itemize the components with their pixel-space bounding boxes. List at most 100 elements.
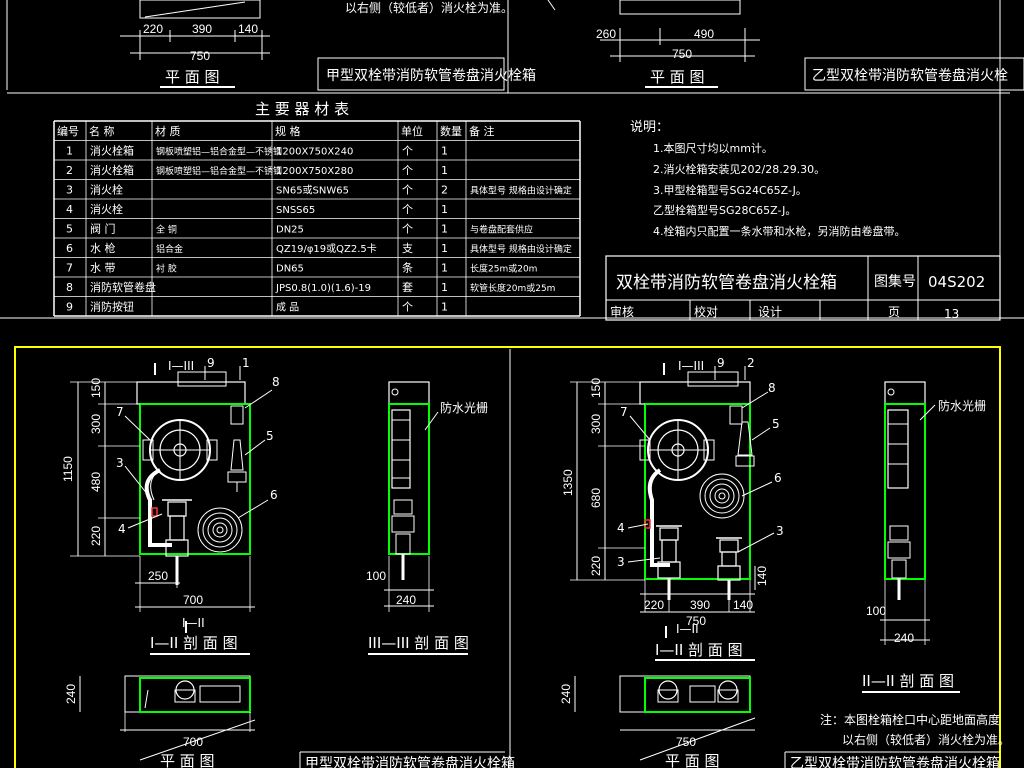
table-cell: 1200X750X280 (276, 166, 353, 177)
table-cell: 5 (66, 223, 73, 236)
vdim-150-right: 150 (589, 378, 603, 398)
callout-9-right: 9 (717, 356, 725, 370)
table-cell: SN65或SNW65 (276, 185, 349, 197)
small-dim-140-right: 140 (755, 566, 769, 586)
hdim-220-right: 220 (644, 598, 664, 612)
table-cell: 1 (441, 301, 448, 314)
side-section-title-right: II—II 剖 面 图 (862, 672, 954, 690)
plan-dim-700-left: 700 (183, 735, 203, 749)
horizontal-dims-left: 250 700 (135, 556, 255, 612)
title-box-type-a (317, 57, 505, 91)
note-3: 3.甲型栓箱型号SG24C65Z-J。 (653, 183, 807, 197)
table-cell: 消火栓箱 (90, 144, 134, 158)
table-header-cell: 数量 (440, 125, 462, 138)
callout-9-left: 9 (207, 356, 215, 370)
table-cell: 长度25m或20m (470, 263, 537, 275)
table-cell: 水 枪 (90, 241, 116, 255)
vdim-220-left: 220 (89, 526, 103, 546)
notes-heading: 说明： (630, 120, 669, 135)
table-cell: 1 (441, 242, 448, 255)
section-mark-top-left: I—III (168, 359, 194, 373)
section-mark-bottom-left: I—II (182, 616, 205, 630)
titleblock-atlas-label: 图集号 (874, 273, 916, 290)
titleblock-atlas-code: 04S202 (928, 273, 985, 291)
table-header-cell: 名 称 (89, 124, 115, 138)
table-cell: 具体型号 规格由设计确定 (470, 243, 572, 255)
plan-label-right: 平 面 图 (650, 68, 705, 86)
vdim-680-right: 680 (589, 488, 603, 508)
table-header-cell: 编号 (57, 124, 79, 138)
table-cell: 支 (402, 242, 413, 255)
table-cell: 个 (402, 164, 413, 177)
callout-6-right: 6 (774, 471, 782, 485)
hdim-390-right: 390 (690, 598, 710, 612)
table-cell: 消防按钮 (90, 300, 134, 314)
bottom-strip-left: 甲型双栓带消防软管卷盘消火栓箱 (305, 755, 515, 768)
vdim-480-left: 480 (89, 472, 103, 492)
valve-marker-right (644, 519, 651, 529)
section-title-left: I—II 剖 面 图 (150, 634, 238, 652)
titleblock-design: 设计 (758, 305, 782, 319)
table-cell: 具体型号 规格由设计确定 (470, 185, 572, 197)
side-dim-100-right: 100 (866, 604, 886, 618)
table-cell: 1 (441, 281, 448, 294)
callout-1-left: 1 (242, 356, 250, 370)
table-cell: 7 (66, 262, 73, 275)
callout-5-right: 5 (772, 417, 780, 431)
plan-label-bottom-left: 平 面 图 (160, 752, 215, 768)
table-cell: QZ19/φ19或QZ2.5卡 (276, 242, 377, 255)
top-sheet: 220 390 140 750 平 面 图 甲型双栓带消防软管卷盘消火栓箱 以右… (0, 0, 1024, 321)
plan-label-bottom-right: 平 面 图 (665, 752, 720, 768)
plan-dim-240-right: 240 (559, 684, 573, 704)
callout-5-left: 5 (266, 429, 274, 443)
plan-dim-750-right: 750 (676, 735, 696, 749)
section-mark-bottom-right: I—II (676, 622, 699, 636)
note-line-2-right: 以右侧（较低者）消火栓为准。 (842, 732, 1010, 747)
callout-6-left: 6 (270, 488, 278, 502)
right-drawing: I—III I—II (559, 356, 1010, 768)
table-cell: 2 (441, 184, 448, 197)
vdim-150-left: 150 (89, 378, 103, 398)
callout-8-right: 8 (768, 381, 776, 395)
table-cell: 个 (402, 301, 413, 314)
vdim-300-left: 300 (89, 414, 103, 434)
table-cell: 个 (402, 223, 413, 236)
side-section-right: 防水光栅 100 240 II—II 剖 面 图 (862, 381, 986, 693)
table-cell: 个 (402, 203, 413, 216)
bottom-sheet: I—III I—II (14, 346, 1010, 768)
table-header-cell: 备 注 (469, 124, 495, 138)
table-cell: 与卷盘配套供应 (470, 224, 533, 236)
table-cell: 衬 胶 (156, 263, 177, 275)
callout-7-left: 7 (116, 405, 124, 419)
title-type-b: 乙型双栓带消防软管卷盘消火栓 (812, 67, 1008, 84)
callout-4-right: 4 (617, 521, 625, 535)
alarm-button-icon (230, 405, 244, 425)
dim-260: 260 (596, 27, 616, 41)
titleblock-check: 校对 (694, 304, 718, 319)
section-mark-top-right: I—III (678, 359, 704, 373)
plan-dim-240-left: 240 (64, 684, 78, 704)
titleblock-review: 审核 (610, 304, 634, 319)
table-cell: 1 (441, 262, 448, 275)
table-cell: 消防软管卷盘 (90, 280, 156, 294)
table-cell: 铝合金 (156, 243, 183, 255)
table-cell: 1 (441, 223, 448, 236)
table-cell: 1 (66, 145, 73, 158)
hose-reel-icon-right (639, 419, 715, 481)
plan-label-left: 平 面 图 (165, 68, 220, 86)
nozzle-icon (227, 439, 247, 492)
sheet-border (14, 346, 1001, 768)
callout-3-left: 3 (116, 456, 124, 470)
notes-block: 说明： 1.本图尺寸均以mm计。 2.消火栓箱安装见202/28.29.30。 … (630, 120, 906, 238)
table-cell: 阀 门 (90, 222, 116, 236)
table-header-cell: 材 质 (155, 124, 181, 138)
table-cell: 4 (66, 203, 73, 216)
table-cell: 消火栓箱 (90, 163, 134, 177)
callout-2-right: 2 (747, 356, 755, 370)
table-cell: DN65 (276, 264, 304, 275)
vertical-dims-left: 150 300 480 220 1150 (61, 378, 140, 557)
dim-390: 390 (192, 22, 212, 36)
note-line-1-right: 注：本图栓箱栓口中心距地面高度 (820, 712, 1000, 727)
left-drawing: I—III I—II (61, 356, 515, 768)
